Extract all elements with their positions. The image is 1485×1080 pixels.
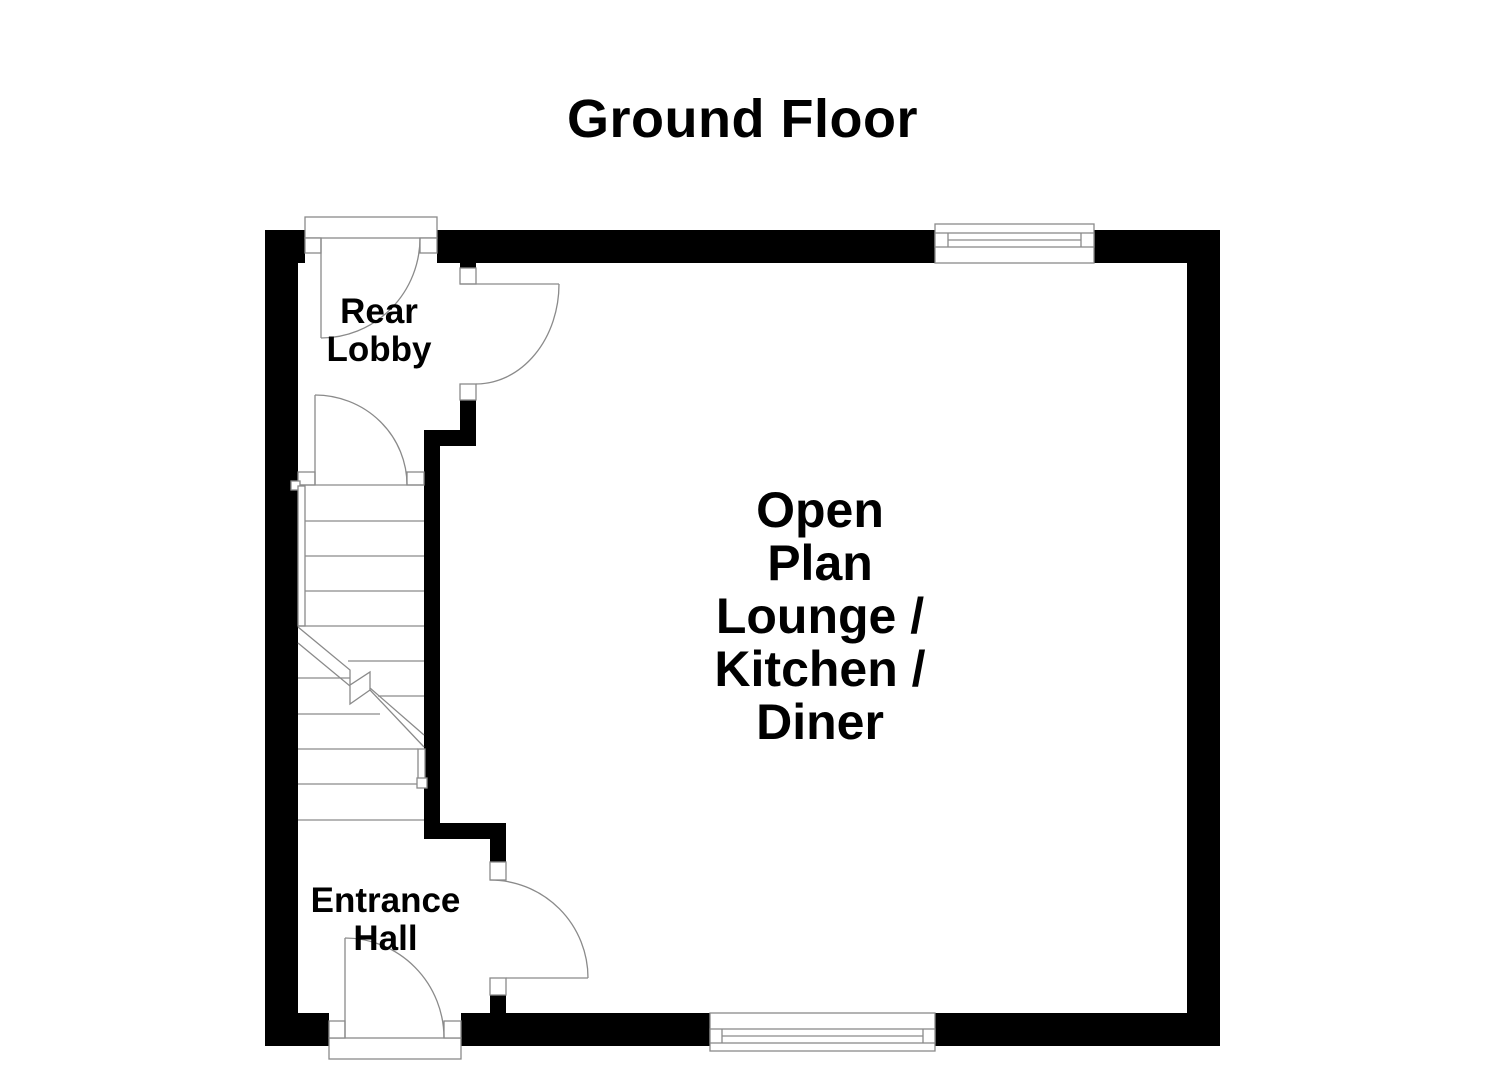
room-label-rear-lobby: Rear Lobby (326, 292, 432, 369)
window-top-icon (934, 223, 1095, 264)
wall-top (437, 230, 936, 263)
cupboard-door-icon (297, 394, 425, 486)
staircase-icon (290, 480, 428, 821)
outer-walls (265, 230, 1220, 1046)
window-bottom-icon (709, 1012, 936, 1052)
wall-bottom-left (265, 1013, 329, 1046)
floor-title: Ground Floor (567, 89, 918, 149)
internal-wall (424, 263, 506, 1013)
hall-door-icon (489, 861, 589, 996)
wall-left (265, 230, 298, 1046)
lobby-door-icon (459, 267, 560, 401)
room-label-entrance-hall: Entrance Hall (310, 881, 461, 958)
front-door-icon (328, 937, 462, 1060)
wall-bottom (461, 1013, 710, 1046)
room-label-open-plan: Open Plan Lounge / Kitchen / Diner (714, 482, 926, 750)
wall-right (1187, 230, 1220, 1046)
rear-door-icon (304, 216, 438, 339)
